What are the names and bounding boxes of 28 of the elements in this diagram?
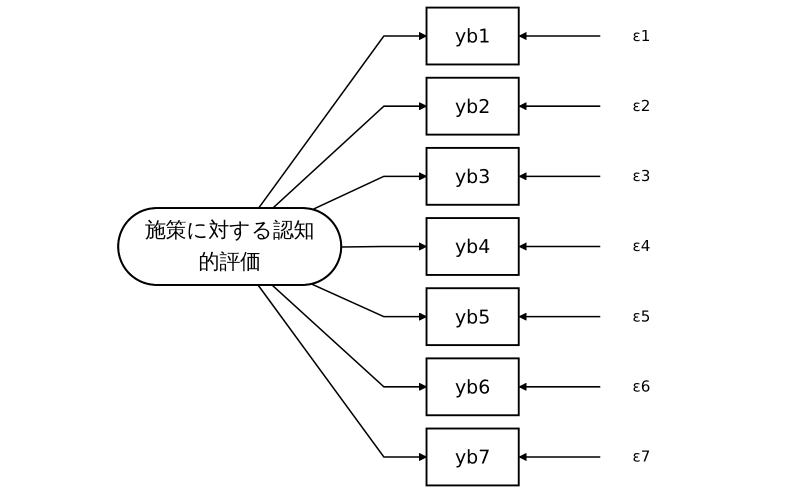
node-box: yb1	[426, 6, 520, 66]
arrow	[312, 172, 427, 210]
arrow	[258, 32, 427, 210]
arrow	[518, 382, 600, 391]
arrow	[258, 284, 427, 462]
node-box: yb2	[426, 76, 520, 136]
node-text: ε6	[632, 377, 650, 396]
arrow	[518, 452, 600, 462]
node-text: ε3	[632, 166, 650, 185]
arrow	[272, 284, 427, 391]
node-box: yb5	[426, 287, 520, 346]
node-text: ε7	[632, 447, 650, 466]
node-text: ε5	[632, 307, 650, 326]
arrow	[518, 242, 600, 251]
node-box: yb4	[426, 217, 520, 276]
arrow	[312, 284, 427, 321]
node-text: ε4	[632, 237, 650, 256]
arrow	[518, 32, 600, 40]
node-box: yb3	[426, 146, 520, 206]
node-box: yb7	[426, 428, 520, 486]
node-text: ε1	[632, 26, 650, 45]
node-box: yb6	[426, 357, 520, 416]
arrow	[272, 102, 427, 210]
arrow	[518, 312, 600, 321]
node-text: ε2	[632, 96, 650, 115]
arrow	[518, 172, 600, 181]
arrow	[342, 242, 427, 251]
arrow	[518, 102, 600, 110]
